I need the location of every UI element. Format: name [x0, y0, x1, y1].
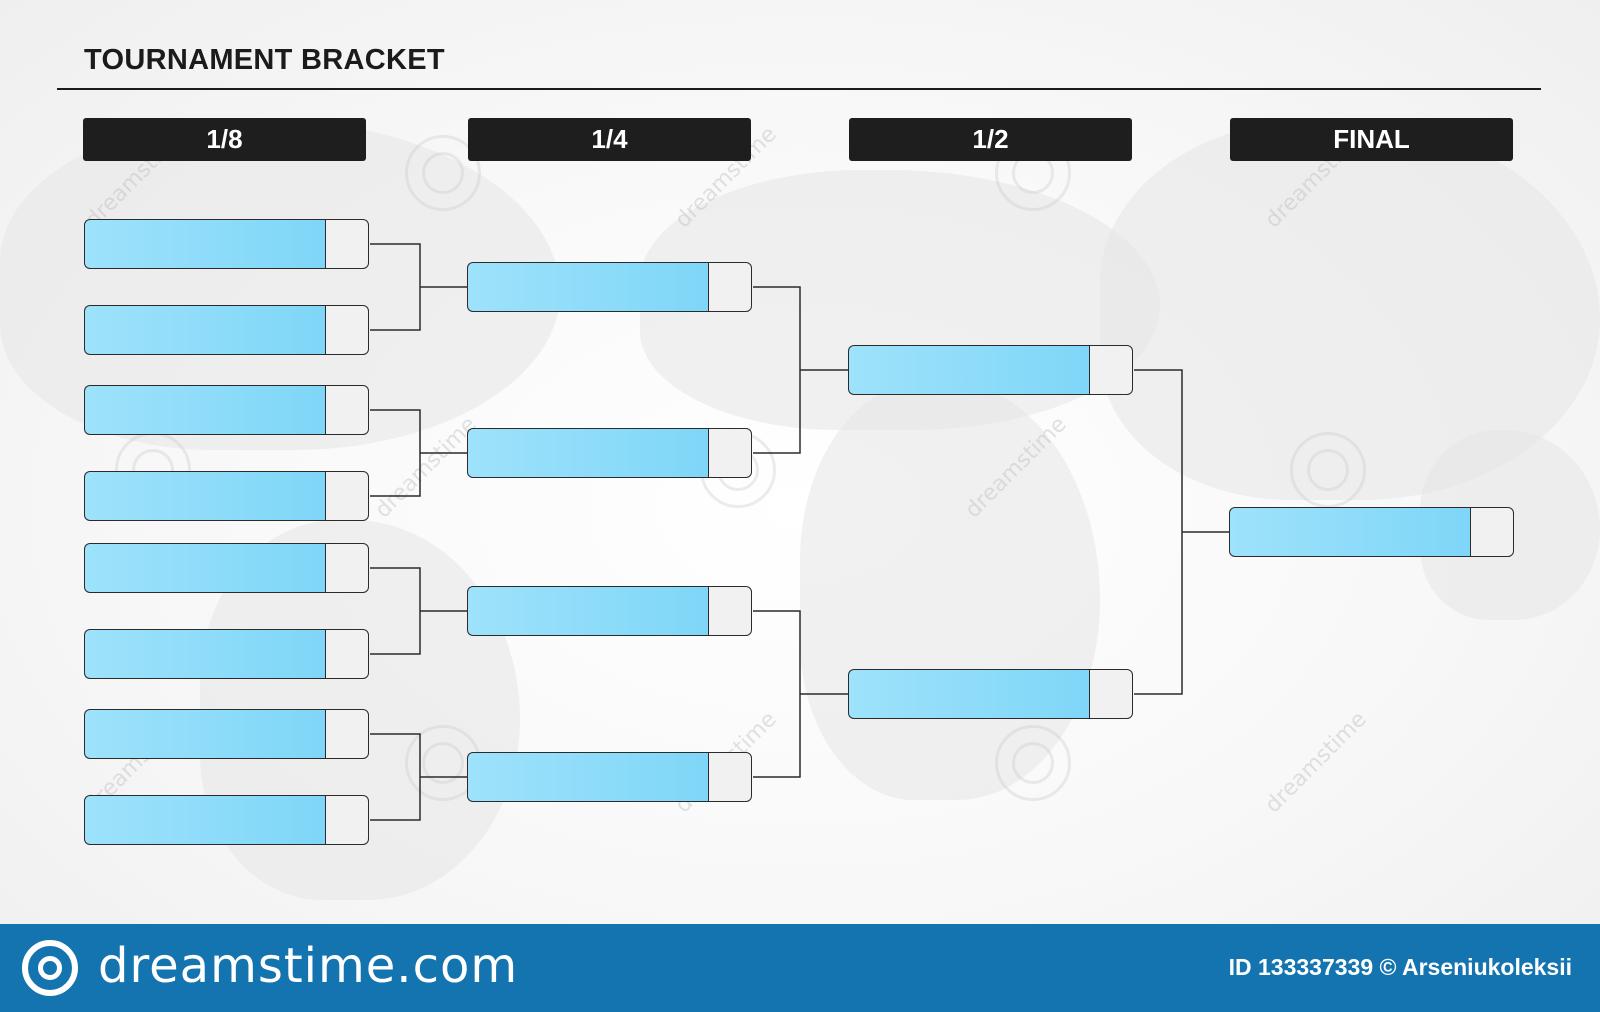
score-field[interactable] — [325, 629, 369, 679]
score-field[interactable] — [325, 219, 369, 269]
match-slot-qf-2[interactable] — [467, 428, 752, 478]
team-name-field[interactable] — [467, 262, 708, 312]
score-field[interactable] — [708, 428, 752, 478]
team-name-field[interactable] — [467, 428, 708, 478]
score-field[interactable] — [325, 305, 369, 355]
team-name-field[interactable] — [84, 305, 325, 355]
match-slot-r16-3[interactable] — [84, 385, 369, 435]
connector-line — [370, 409, 468, 497]
team-name-field[interactable] — [848, 345, 1089, 395]
match-slot-sf-1[interactable] — [848, 345, 1133, 395]
match-slot-r16-6[interactable] — [84, 629, 369, 679]
match-slot-final[interactable] — [1229, 507, 1514, 557]
bracket-connectors — [370, 243, 1230, 821]
dreamstime-logo-icon — [22, 940, 78, 996]
watermark-spiral-icon — [1290, 432, 1366, 508]
round-header-final: FINAL — [1230, 118, 1513, 161]
match-slot-r16-4[interactable] — [84, 471, 369, 521]
score-field[interactable] — [325, 795, 369, 845]
connector-line — [1134, 369, 1230, 695]
connector-line — [370, 243, 468, 331]
title-divider — [57, 88, 1541, 90]
team-name-field[interactable] — [467, 586, 708, 636]
team-name-field[interactable] — [84, 629, 325, 679]
score-field[interactable] — [325, 385, 369, 435]
match-slot-qf-1[interactable] — [467, 262, 752, 312]
team-name-field[interactable] — [848, 669, 1089, 719]
team-name-field[interactable] — [84, 385, 325, 435]
score-field[interactable] — [1089, 345, 1133, 395]
bracket-canvas: dreamstime dreamstime dreamstime dreamst… — [0, 0, 1600, 924]
connector-line — [753, 610, 849, 778]
team-name-field[interactable] — [84, 219, 325, 269]
team-name-field[interactable] — [84, 471, 325, 521]
score-field[interactable] — [325, 543, 369, 593]
footer-credit: ID 133337339 © Arseniukoleksii — [1228, 954, 1572, 980]
connector-line — [370, 567, 468, 655]
score-field[interactable] — [1470, 507, 1514, 557]
score-field[interactable] — [1089, 669, 1133, 719]
team-name-field[interactable] — [84, 709, 325, 759]
team-name-field[interactable] — [1229, 507, 1470, 557]
team-name-field[interactable] — [84, 543, 325, 593]
team-name-field[interactable] — [84, 795, 325, 845]
watermark-footer: dreamstime.com ID 133337339 © Arseniukol… — [0, 924, 1600, 1012]
footer-brand: dreamstime.com — [98, 938, 519, 994]
match-slot-r16-8[interactable] — [84, 795, 369, 845]
score-field[interactable] — [708, 262, 752, 312]
match-slot-r16-2[interactable] — [84, 305, 369, 355]
match-slot-qf-3[interactable] — [467, 586, 752, 636]
score-field[interactable] — [325, 709, 369, 759]
match-slot-r16-1[interactable] — [84, 219, 369, 269]
score-field[interactable] — [708, 752, 752, 802]
match-slot-r16-7[interactable] — [84, 709, 369, 759]
score-field[interactable] — [325, 471, 369, 521]
round-header-quarterfinal: 1/4 — [468, 118, 751, 161]
match-slot-sf-2[interactable] — [848, 669, 1133, 719]
watermark-spiral-icon — [405, 135, 481, 211]
score-field[interactable] — [708, 586, 752, 636]
page-title: TOURNAMENT BRACKET — [84, 44, 445, 76]
match-slot-r16-5[interactable] — [84, 543, 369, 593]
connector-line — [370, 733, 468, 821]
match-slot-qf-4[interactable] — [467, 752, 752, 802]
round-header-r16: 1/8 — [83, 118, 366, 161]
round-header-semifinal: 1/2 — [849, 118, 1132, 161]
watermark-spiral-icon — [995, 725, 1071, 801]
team-name-field[interactable] — [467, 752, 708, 802]
connector-line — [753, 286, 849, 454]
